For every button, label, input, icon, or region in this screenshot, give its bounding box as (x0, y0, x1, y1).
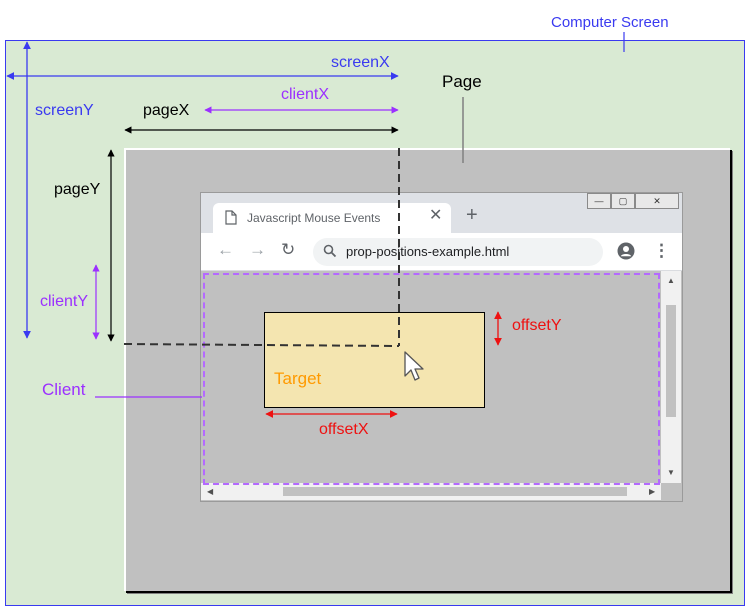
pointer-horizontal-guide (123, 343, 400, 347)
page-label: Page (442, 72, 482, 91)
target-element[interactable]: Target (264, 312, 485, 408)
target-label: Target (274, 369, 322, 388)
forward-arrow-icon[interactable]: → (249, 240, 266, 259)
tab-title: Javascript Mouse Events (247, 211, 381, 225)
page-y-label: pageY (54, 181, 101, 198)
screen-y-label: screenY (35, 102, 94, 119)
scroll-up-icon[interactable]: ▲ (667, 276, 675, 285)
scroll-down-icon[interactable]: ▼ (667, 468, 675, 477)
client-label: Client (42, 380, 86, 399)
mouse-cursor-icon (404, 351, 424, 381)
page-x-label: pageX (143, 102, 190, 119)
new-tab-icon[interactable]: + (466, 204, 478, 226)
maximize-button[interactable]: ▢ (611, 193, 635, 209)
browser-toolbar: ← → ↻ prop-positions-example.html ⋮ (201, 233, 682, 271)
tab-close-icon[interactable]: ✕ (429, 207, 443, 224)
scroll-left-icon[interactable]: ◀ (207, 487, 214, 496)
browser-window: Javascript Mouse Events ✕ + — ▢ ✕ ← → ↻ … (200, 192, 683, 502)
window-controls: — ▢ ✕ (587, 193, 681, 210)
client-y-label: clientY (40, 293, 89, 310)
vertical-scroll-thumb[interactable] (666, 305, 676, 417)
browser-tab[interactable]: Javascript Mouse Events ✕ (213, 203, 451, 233)
address-url: prop-positions-example.html (346, 244, 510, 259)
client-x-label: clientX (281, 86, 330, 103)
minimize-button[interactable]: — (587, 193, 611, 209)
screen-x-label: screenX (331, 54, 390, 71)
offset-x-label: offsetX (319, 421, 369, 438)
back-arrow-icon[interactable]: ← (217, 240, 234, 259)
scroll-right-icon[interactable]: ▶ (649, 487, 656, 496)
reload-icon[interactable]: ↻ (281, 240, 296, 259)
address-bar[interactable]: prop-positions-example.html (313, 238, 603, 266)
vertical-scrollbar[interactable]: ▲ ▼ (661, 271, 681, 483)
menu-icon[interactable]: ⋮ (653, 241, 670, 260)
search-icon (323, 244, 337, 258)
horizontal-scrollbar[interactable]: ◀ ▶ (201, 483, 661, 500)
computer-screen-label: Computer Screen (551, 14, 669, 31)
client-area (203, 273, 660, 485)
profile-icon[interactable] (617, 242, 635, 260)
offset-y-label: offsetY (512, 317, 562, 334)
close-window-button[interactable]: ✕ (635, 193, 679, 209)
page-doc-icon (225, 210, 237, 225)
horizontal-scroll-thumb[interactable] (283, 487, 627, 496)
tab-strip: Javascript Mouse Events ✕ + — ▢ ✕ (201, 193, 682, 233)
